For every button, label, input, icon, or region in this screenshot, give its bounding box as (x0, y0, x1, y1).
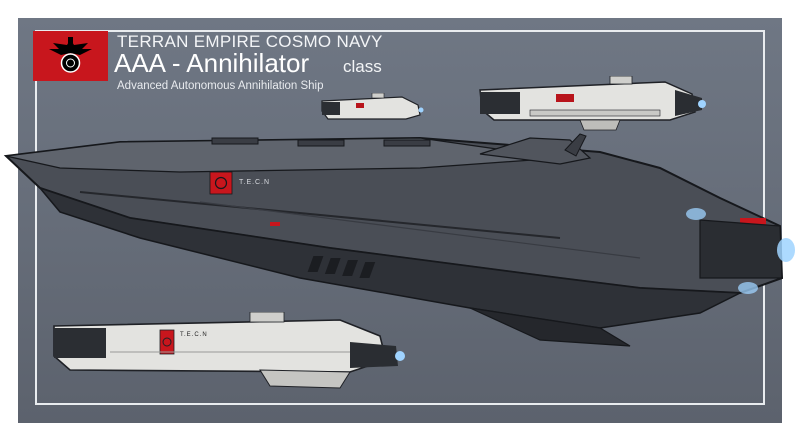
organization-title: TERRAN EMPIRE COSMO NAVY (117, 32, 383, 51)
ship-name-title: AAA - Annihilator (114, 48, 310, 78)
escort-ship-small (321, 93, 424, 120)
escort-ship-bottom (53, 312, 405, 389)
eagle-emblem-icon (49, 37, 92, 73)
hull-marking-label: T.E.C.N (239, 179, 271, 186)
main-battleship (3, 133, 795, 347)
empire-flag (33, 31, 108, 81)
escort-ship-large (479, 76, 706, 131)
ship-subtitle: Advanced Autonomous Annihilation Ship (117, 80, 324, 92)
ship-class-label: class (343, 57, 382, 76)
escort-hull-marking-label: T.E.C.N (180, 332, 208, 338)
